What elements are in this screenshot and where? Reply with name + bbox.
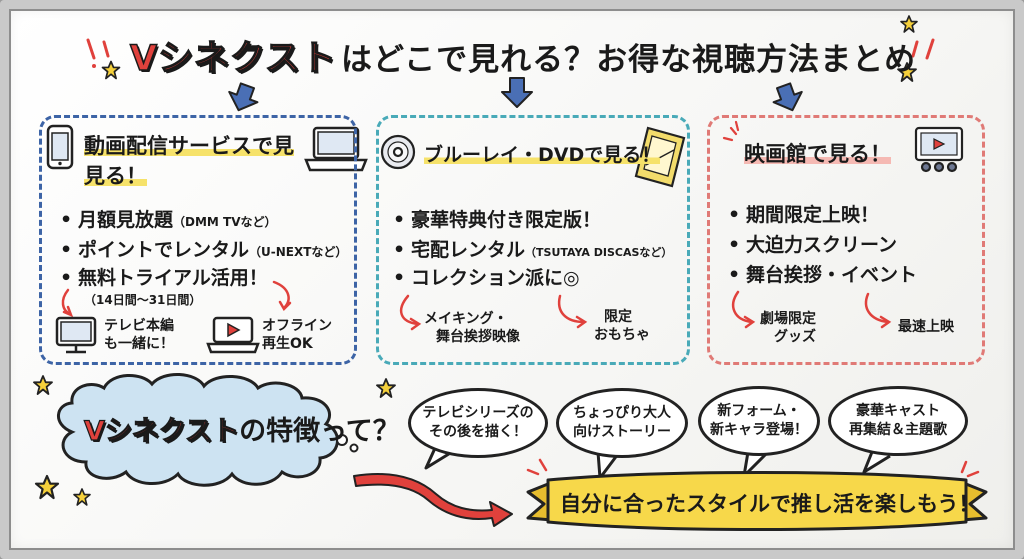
disc-icon [380, 134, 416, 170]
disc-panel [376, 115, 690, 365]
tv-icon [55, 316, 97, 354]
streaming-title-text2: 見る！ [84, 164, 147, 188]
list-item-main: ポイントでレンタル [78, 239, 250, 261]
streaming-title-text1: 動画配信サービスで見 [84, 134, 294, 158]
feature-cloud-shape [57, 372, 339, 487]
curved-arrow-icon [61, 280, 292, 318]
feature-bubble: 新フォーム・新キャラ登場！ [698, 386, 820, 456]
list-item: •ポイントでレンタル（U-NEXTなど） [60, 239, 348, 261]
list-item-main: コレクション派に◎ [411, 267, 580, 289]
smartphone-icon [46, 124, 74, 170]
arrow-down-icon [228, 77, 803, 112]
screening-icon [914, 126, 964, 173]
disc-title: ブルーレイ・DVDで見る！ [424, 140, 661, 167]
list-item: •宅配レンタル（TSUTAYA DISCASなど） [393, 239, 673, 261]
list-item-main: 月額見放題 [78, 209, 174, 231]
features-heading-brand: Vシネクスト [83, 415, 240, 447]
streaming-sub-a-line2: も一緒に！ [104, 336, 174, 352]
sparkle-icon [526, 458, 980, 478]
play-laptop-icon [206, 316, 260, 354]
curved-arrow-icon [732, 290, 892, 329]
streaming-sub-a: テレビ本編 も一緒に！ [104, 317, 174, 353]
curved-arrow-icon [399, 294, 588, 331]
list-item-sub: （U-NEXTなど） [249, 245, 348, 259]
cloud-trail [336, 434, 359, 453]
list-item-main: 宅配レンタル [411, 239, 526, 261]
list-item: •月額見放題（DMM TVなど） [60, 209, 277, 231]
feature-bubble-line2: 再集結＆主題歌 [849, 422, 947, 438]
disc-sub-a-line2: 舞台挨拶映像 [436, 329, 520, 345]
bluray-case-icon [634, 126, 686, 188]
disc-sub-a: メイキング・ 舞台挨拶映像 [424, 310, 520, 346]
disc-title-text: ブルーレイ・DVDで見る！ [424, 144, 661, 166]
feature-bubble-line1: テレビシリーズの [422, 405, 534, 421]
feature-bubble-line1: 豪華キャスト [856, 403, 940, 419]
theater-sub-a-line1: 劇場限定 [760, 311, 816, 327]
streaming-sub-b-line2: 再生OK [262, 336, 313, 352]
list-item-main: 舞台挨拶・イベント [746, 264, 918, 286]
list-item: •豪華特典付き限定版！ [393, 209, 602, 231]
streaming-panel [39, 115, 357, 365]
list-item-sub: （TSUTAYA DISCASなど） [525, 246, 673, 259]
theater-sub-b: 最速上映 [898, 319, 954, 335]
list-item: •無料トライアル活用！ [60, 267, 268, 289]
list-item-main: 無料トライアル活用！ [78, 267, 268, 289]
title-text: はどこで見れる？お得な視聴方法まとめ [341, 42, 917, 78]
theater-title-text: 映画館で見る！ [744, 142, 891, 166]
feature-bubble: ちょっぴり大人向けストーリー [556, 388, 688, 458]
theater-title: 映画館で見る！ [744, 138, 891, 168]
disc-sub-a-line1: メイキング・ [424, 311, 508, 327]
feature-bubble-line2: その後を描く！ [429, 424, 527, 440]
list-item: •舞台挨拶・イベント [728, 264, 918, 286]
feature-bubble-line2: 向けストーリー [573, 424, 671, 440]
feature-bubble: テレビシリーズのその後を描く！ [408, 388, 548, 458]
sparkle-dot-icon [92, 64, 96, 68]
laptop-icon [304, 126, 368, 172]
curved-arrow-icon [353, 473, 513, 527]
disc-sub-b-line1: 限定 [604, 309, 632, 325]
list-item-main: 豪華特典付き限定版！ [411, 209, 602, 231]
sparkle-right-icon [911, 38, 935, 60]
title-brand: Vシネクスト [129, 38, 338, 80]
banner-text: 自分に合ったスタイルで推し活を楽しもう！ [560, 492, 980, 516]
list-item-main: 期間限定上映！ [746, 204, 880, 226]
streaming-sub-b-line1: オフライン [262, 318, 332, 334]
banner-ribbon-shape [526, 471, 988, 531]
feature-bubble-line2: 新キャラ登場！ [710, 422, 808, 438]
disc-sub-b-line2: おもちゃ [594, 327, 650, 343]
list-item-main: 大迫力スクリーン [746, 234, 898, 256]
features-heading-text: の特徴って？ [239, 416, 400, 447]
disc-sub-b: 限定 おもちゃ [594, 308, 650, 344]
theater-panel [707, 115, 985, 365]
list-item: •大迫力スクリーン [728, 234, 898, 256]
feature-bubble: 豪華キャスト再集結＆主題歌 [828, 386, 968, 456]
list-item-sub: （DMM TVなど） [173, 215, 277, 229]
feature-bubble-line1: ちょっぴり大人 [573, 405, 671, 421]
list-item: •期間限定上映！ [728, 204, 880, 226]
feature-bubble-line1: 新フォーム・ [717, 403, 801, 419]
star-icon [33, 15, 918, 506]
sparkle-left-icon [86, 38, 110, 60]
streaming-title-line1: 動画配信サービスで見 [84, 130, 294, 160]
features-heading: Vシネクストの特徴って？ [83, 409, 400, 448]
page-title: Vシネクストはどこで見れる？お得な視聴方法まとめ [129, 30, 917, 80]
sparkle-icon [722, 120, 740, 142]
streaming-sub-b: オフライン 再生OK [262, 317, 332, 353]
list-item: •コレクション派に◎ [393, 267, 580, 289]
streaming-title-line2: 見る！ [84, 160, 147, 190]
theater-sub-a-line2: グッズ [774, 329, 816, 345]
streaming-sub-a-line1: テレビ本編 [104, 318, 174, 334]
trial-note: （14日間〜31日間） [84, 293, 202, 307]
theater-sub-a: 劇場限定 グッズ [760, 310, 816, 346]
